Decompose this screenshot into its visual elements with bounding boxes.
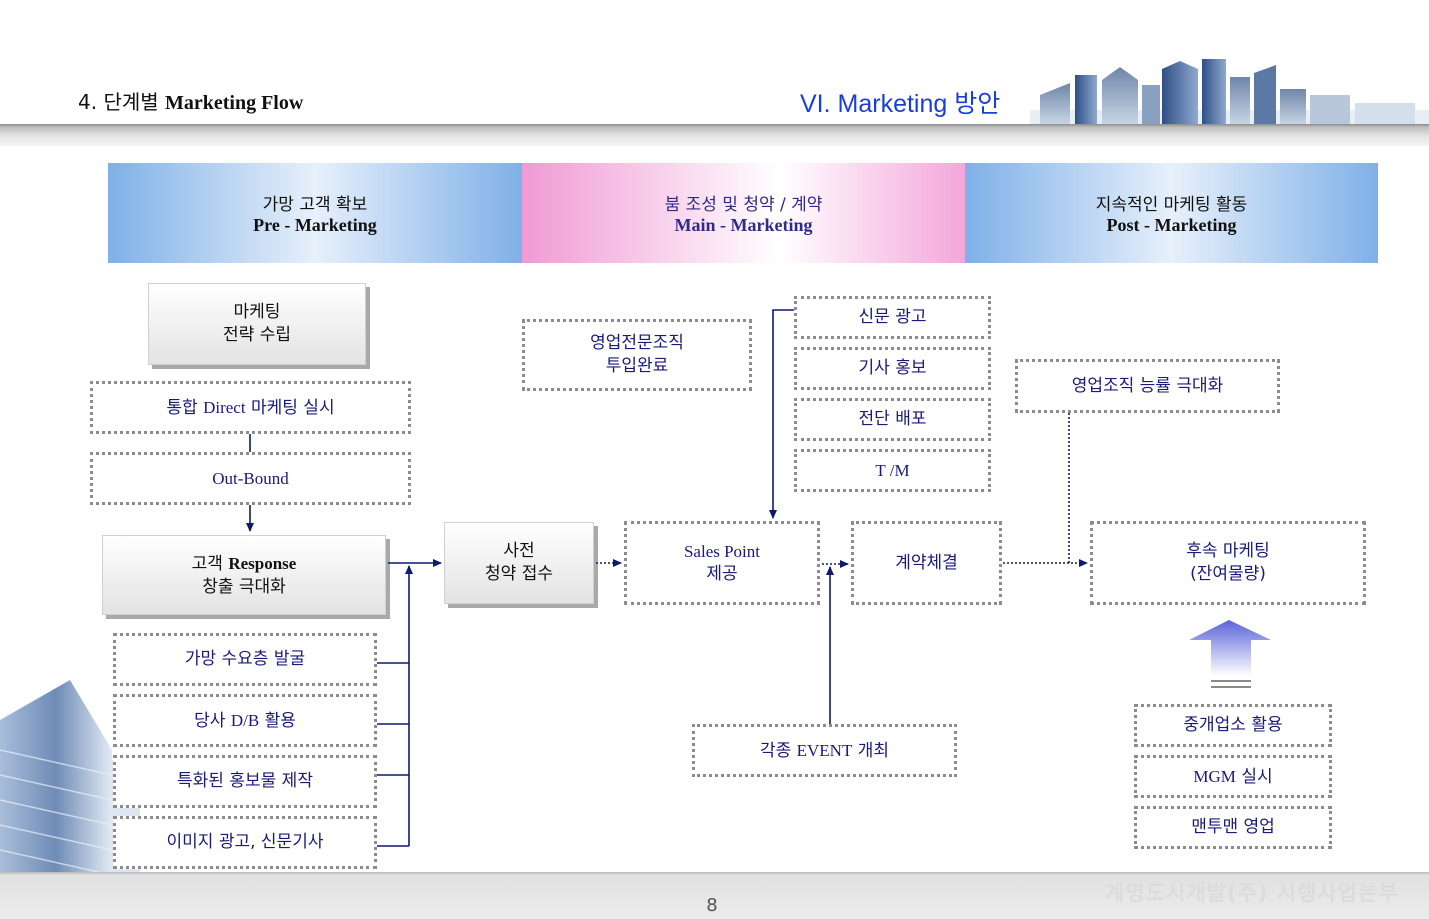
event-ko-1: 각종 <box>759 740 792 761</box>
mgm-ko: 실시 <box>1241 766 1273 787</box>
media-label: 신문 광고 <box>858 307 927 327</box>
response-ko: 고객 <box>191 553 223 574</box>
event-box: 각종 EVENT 개최 <box>692 724 957 777</box>
city-skyline-image <box>1030 59 1429 125</box>
db-ko-2: 활용 <box>264 710 296 731</box>
response-box: 고객 Response 창출 극대화 <box>102 535 386 615</box>
pre-item-label: 이미지 광고, 신문기사 <box>166 832 324 852</box>
event-ko-2: 개최 <box>857 740 890 761</box>
response-line-2: 창출 극대화 <box>202 576 286 597</box>
pre-item-label: 가망 수요층 발굴 <box>184 649 306 669</box>
section-title-en: Marketing Flow <box>165 92 304 114</box>
mgm-en: MGM <box>1193 766 1236 786</box>
sales-point-box: Sales Point 제공 <box>624 521 820 605</box>
db-ko-1: 당사 <box>194 710 226 731</box>
big-up-arrow <box>1189 620 1271 688</box>
phase-main-ko: 붐 조성 및 청약 / 계약 <box>664 195 823 215</box>
phase-main-en: Main - Marketing <box>674 215 813 235</box>
after-marketing-box: 후속 마케팅 (잔여물량) <box>1090 521 1366 605</box>
media-box: 신문 광고 <box>794 296 991 339</box>
marketing-strategy-box: 마케팅 전략 수립 <box>148 283 366 365</box>
phase-post-marketing: 지속적인 마케팅 활동 Post - Marketing <box>965 163 1378 263</box>
section-number: 4. 단계별 <box>78 90 159 114</box>
pre-item-label: 특화된 홍보물 제작 <box>177 771 313 791</box>
phase-main-marketing: 붐 조성 및 청약 / 계약 Main - Marketing <box>522 163 965 263</box>
phase-pre-marketing: 가망 고객 확보 Pre - Marketing <box>108 163 522 263</box>
media-box: 기사 홍보 <box>794 347 991 390</box>
media-label: 전단 배포 <box>858 409 927 429</box>
outbound-label: Out-Bound <box>212 469 289 488</box>
post-item-box: 중개업소 활용 <box>1134 704 1332 747</box>
pre-item-box: 특화된 홍보물 제작 <box>113 755 377 808</box>
phase-post-en: Post - Marketing <box>1106 215 1237 235</box>
db-en: D/B <box>230 710 260 730</box>
media-label: 기사 홍보 <box>858 358 927 378</box>
precontract-line-2: 청약 접수 <box>485 564 553 584</box>
post-item-box: 맨투맨 영업 <box>1134 806 1332 849</box>
pre-item-box: 가망 수요층 발굴 <box>113 633 377 686</box>
strategy-line-1: 마케팅 <box>233 302 281 322</box>
connector-media-salespoint <box>769 309 794 519</box>
chapter-title: VI. Marketing 방안 <box>800 90 1001 118</box>
direct-en: Direct <box>203 397 246 417</box>
after-line-1: 후속 마케팅 <box>1186 541 1270 561</box>
precontract-box: 사전 청약 접수 <box>444 522 594 604</box>
section-title: 4. 단계별 Marketing Flow <box>78 86 303 115</box>
event-en: EVENT <box>796 740 853 760</box>
phase-pre-en: Pre - Marketing <box>253 215 377 235</box>
pre-item-box: 당사 D/B 활용 <box>113 694 377 747</box>
direct-ko-2: 마케팅 실시 <box>250 397 335 418</box>
direct-marketing-box: 통합 Direct 마케팅 실시 <box>90 381 411 434</box>
header-divider <box>0 124 1429 146</box>
post-item-label: 맨투맨 영업 <box>1191 817 1275 837</box>
sales-team-line-2: 투입완료 <box>605 356 669 376</box>
media-label: T /M <box>875 461 910 480</box>
strategy-line-2: 전략 수립 <box>223 325 291 345</box>
sales-org-box: 영업조직 능률 극대화 <box>1015 359 1280 413</box>
sales-team-line-1: 영업전문조직 <box>590 333 684 353</box>
sales-org-label: 영업조직 능률 극대화 <box>1071 375 1224 396</box>
pre-item-box: 이미지 광고, 신문기사 <box>113 816 377 869</box>
company-name: 계명도시개발(주) 시행사업본부 <box>1105 881 1399 905</box>
footer-bar <box>0 872 1429 919</box>
contract-box: 계약체결 <box>851 521 1002 605</box>
response-en: Response <box>228 553 297 573</box>
post-item-box: MGM 실시 <box>1134 755 1332 798</box>
sales-point-en: Sales Point <box>683 542 761 561</box>
sales-point-ko: 제공 <box>706 564 738 584</box>
direct-ko-1: 통합 <box>166 397 198 418</box>
page-number: 8 <box>706 895 718 916</box>
outbound-box: Out-Bound <box>90 452 411 505</box>
after-line-2: (잔여물량) <box>1190 564 1266 584</box>
media-box: 전단 배포 <box>794 398 991 441</box>
sales-team-box: 영업전문조직 투입완료 <box>522 319 752 391</box>
contract-label: 계약체결 <box>895 552 958 573</box>
precontract-line-1: 사전 <box>503 541 535 561</box>
phase-pre-ko: 가망 고객 확보 <box>262 195 368 215</box>
phase-post-ko: 지속적인 마케팅 활동 <box>1095 195 1248 215</box>
post-item-label: 중개업소 활용 <box>1183 715 1283 735</box>
media-box: T /M <box>794 449 991 492</box>
